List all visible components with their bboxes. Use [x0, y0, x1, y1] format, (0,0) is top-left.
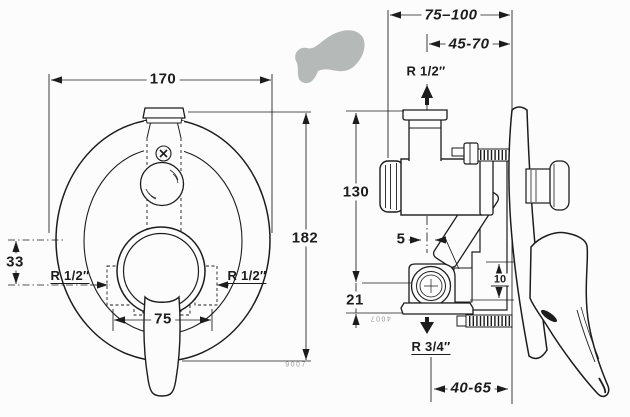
flow-arrow-up	[421, 85, 433, 105]
gray-silhouette-shape	[295, 30, 365, 84]
dim-bottom-depth-range: 40-65	[447, 379, 495, 397]
dim-center-offset: 33	[3, 253, 27, 271]
dim-depth-range: 75–100	[421, 6, 481, 24]
inlet-flange	[402, 109, 448, 121]
valve-body	[400, 158, 483, 216]
label-top-port: R 1/2″	[406, 63, 446, 79]
dim-top-port-height: 130	[339, 183, 373, 201]
part-number-side: 4007	[369, 314, 391, 322]
dim-plate-clearance: 10	[490, 273, 510, 287]
front-view-drawing	[55, 107, 271, 397]
diverter-button	[139, 161, 185, 207]
wall-plate-profile	[508, 106, 548, 360]
dim-outlet-drop: 21	[343, 291, 367, 309]
dim-port-spacing: 75	[151, 310, 175, 328]
top-knob	[142, 107, 186, 119]
dim-centerline-offset: 5	[393, 230, 409, 248]
diverter-knob-side	[549, 160, 570, 211]
label-left-port: R 1/2″	[50, 268, 90, 284]
label-bottom-port: R 3/4″	[411, 339, 451, 355]
dim-front-height: 182	[288, 229, 322, 247]
dim-front-width: 170	[146, 70, 180, 88]
side-view-drawing	[379, 10, 610, 404]
handle-lever-side	[529, 231, 610, 398]
dim-inner-depth-range: 45-70	[445, 35, 493, 53]
flow-arrow-down	[420, 317, 434, 334]
label-right-port: R 1/2″	[227, 268, 267, 284]
outlet-flange	[400, 302, 474, 315]
mounting-screw-top	[463, 142, 479, 165]
part-number-front: 9007	[285, 361, 307, 369]
